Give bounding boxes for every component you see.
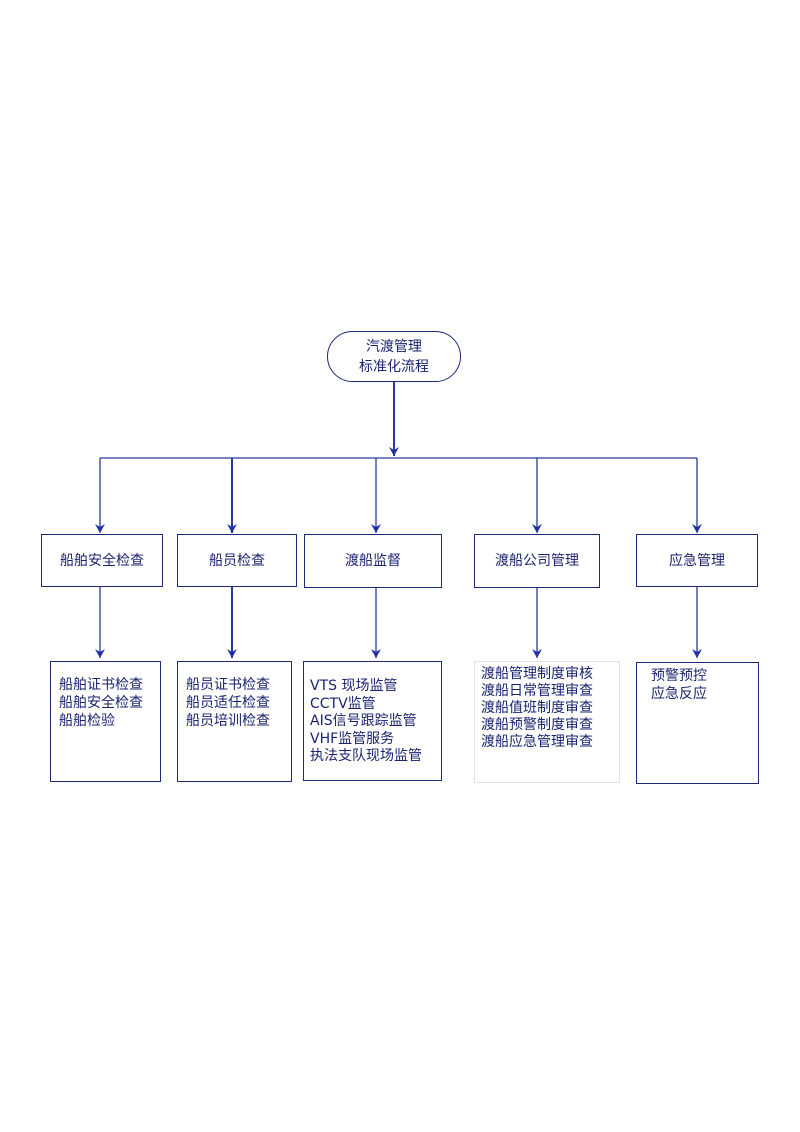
category-ship-safety-inspection: 船舶安全检查 [41, 534, 163, 587]
leaf-item: AIS信号跟踪监管 [310, 713, 417, 729]
category-label: 渡船监督 [345, 553, 401, 569]
category-label: 渡船公司管理 [495, 553, 579, 569]
leaf-item: 执法支队现场监管 [310, 748, 422, 764]
leaf-item: 渡船日常管理审查 [481, 683, 593, 699]
leaf-emergency-items: 预警预控 应急反应 [636, 662, 759, 784]
leaf-item: 渡船管理制度审核 [481, 666, 593, 682]
leaf-ferry-company-items: 渡船管理制度审核 渡船日常管理审查 渡船值班制度审查 渡船预警制度审查 渡船应急… [474, 661, 620, 783]
leaf-item: CCTV监管 [310, 695, 376, 712]
category-label: 船舶安全检查 [60, 552, 144, 569]
root-title-line2: 标准化流程 [359, 358, 429, 375]
leaf-item: 船员证书检查 [186, 677, 270, 693]
category-label: 船员检查 [209, 552, 265, 569]
leaf-item: 船员培训检查 [186, 713, 270, 729]
leaf-item: 船员适任检查 [186, 695, 270, 711]
leaf-ship-safety-items: 船舶证书检查 船舶安全检查 船舶检验 [50, 661, 161, 782]
leaf-crew-items: 船员证书检查 船员适任检查 船员培训检查 [177, 661, 292, 782]
category-crew-inspection: 船员检查 [177, 534, 297, 587]
leaf-item: 渡船预警制度审查 [481, 717, 593, 733]
leaf-ferry-supervision-items: VTS 现场监管 CCTV监管 AIS信号跟踪监管 VHF监管服务 执法支队现场… [303, 661, 442, 781]
leaf-item: 渡船值班制度审查 [481, 700, 593, 716]
leaf-item: 预警预控 [651, 668, 707, 684]
root-node: 汽渡管理 标准化流程 [327, 331, 461, 382]
leaf-item: VTS 现场监管 [310, 678, 398, 694]
root-title-line1: 汽渡管理 [366, 338, 422, 355]
leaf-item: 船舶检验 [59, 713, 115, 729]
category-ferry-company-management: 渡船公司管理 [474, 534, 600, 588]
leaf-item: VHF监管服务 [310, 730, 395, 747]
category-emergency-management: 应急管理 [636, 534, 758, 587]
leaf-item: 船舶安全检查 [59, 695, 143, 711]
leaf-item: 渡船应急管理审查 [481, 734, 593, 750]
leaf-item: 船舶证书检查 [59, 677, 143, 693]
category-ferry-supervision: 渡船监督 [304, 534, 442, 588]
leaf-item: 应急反应 [651, 686, 707, 702]
category-label: 应急管理 [669, 552, 725, 569]
